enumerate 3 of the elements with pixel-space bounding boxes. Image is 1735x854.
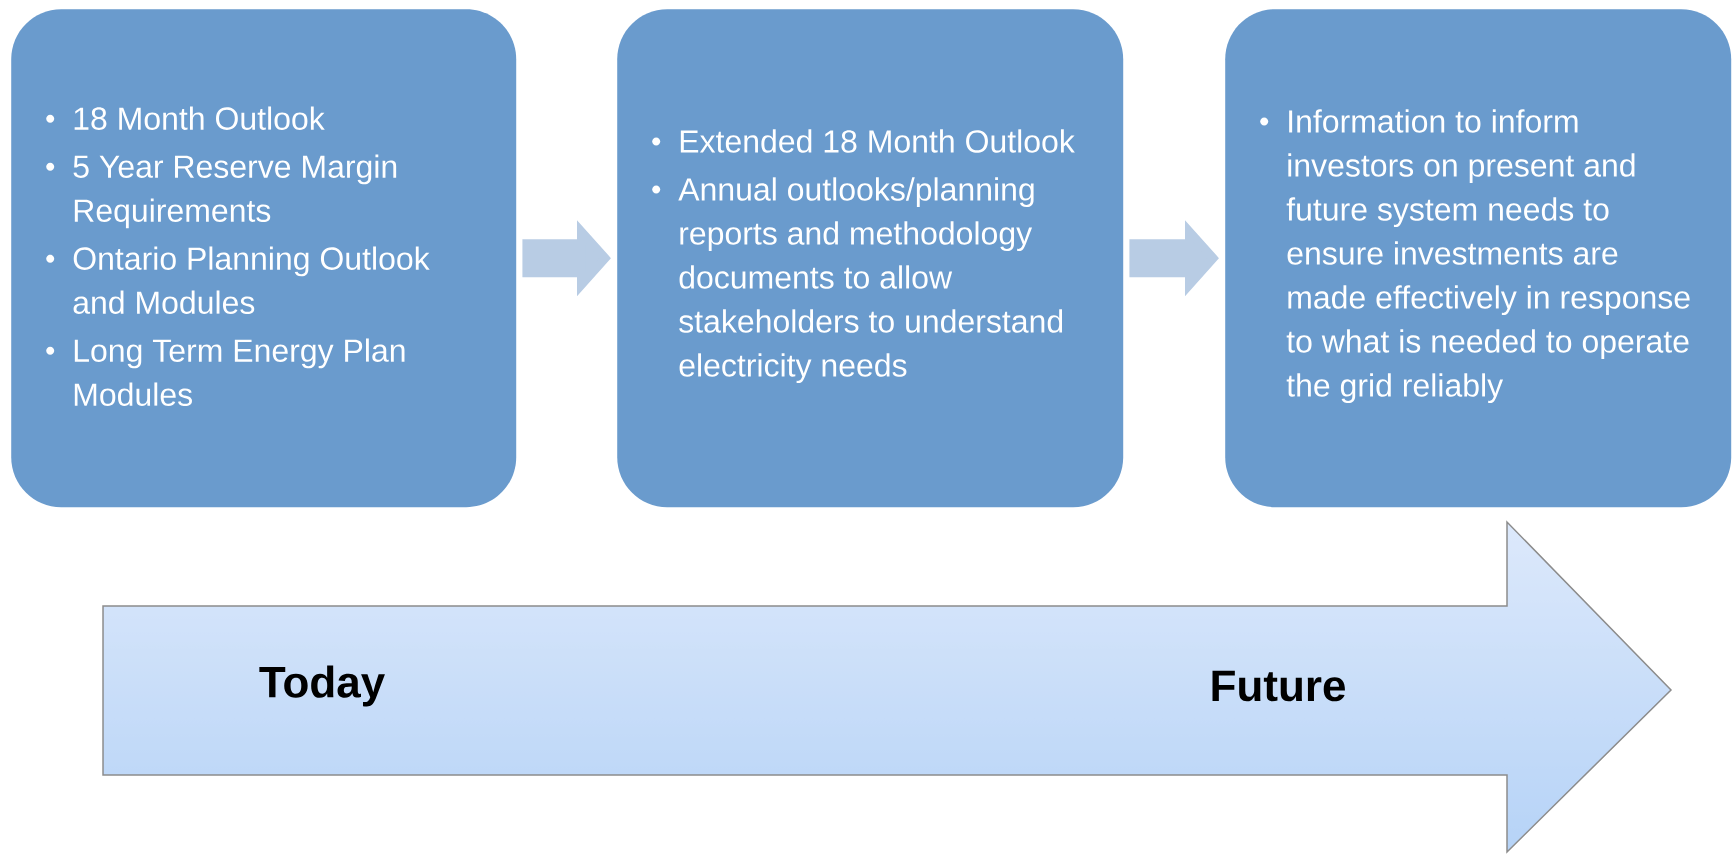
rounded-box: 18 Month Outlook 5 Year Reserve Margin Requirements Ontario Planning Outlook and Modules Long Term Energy Plan Modules xyxy=(11,9,517,508)
rounded-box: Information to inform investors on present and future system needs to ensure investments are made effectively in response to what is needed to operate the grid reliably xyxy=(1225,9,1732,508)
rounded-box: Extended 18 Month Outlook Annual outlooks/planning reports and methodology documents to allow stakeholders to understand electricity needs xyxy=(617,9,1124,508)
